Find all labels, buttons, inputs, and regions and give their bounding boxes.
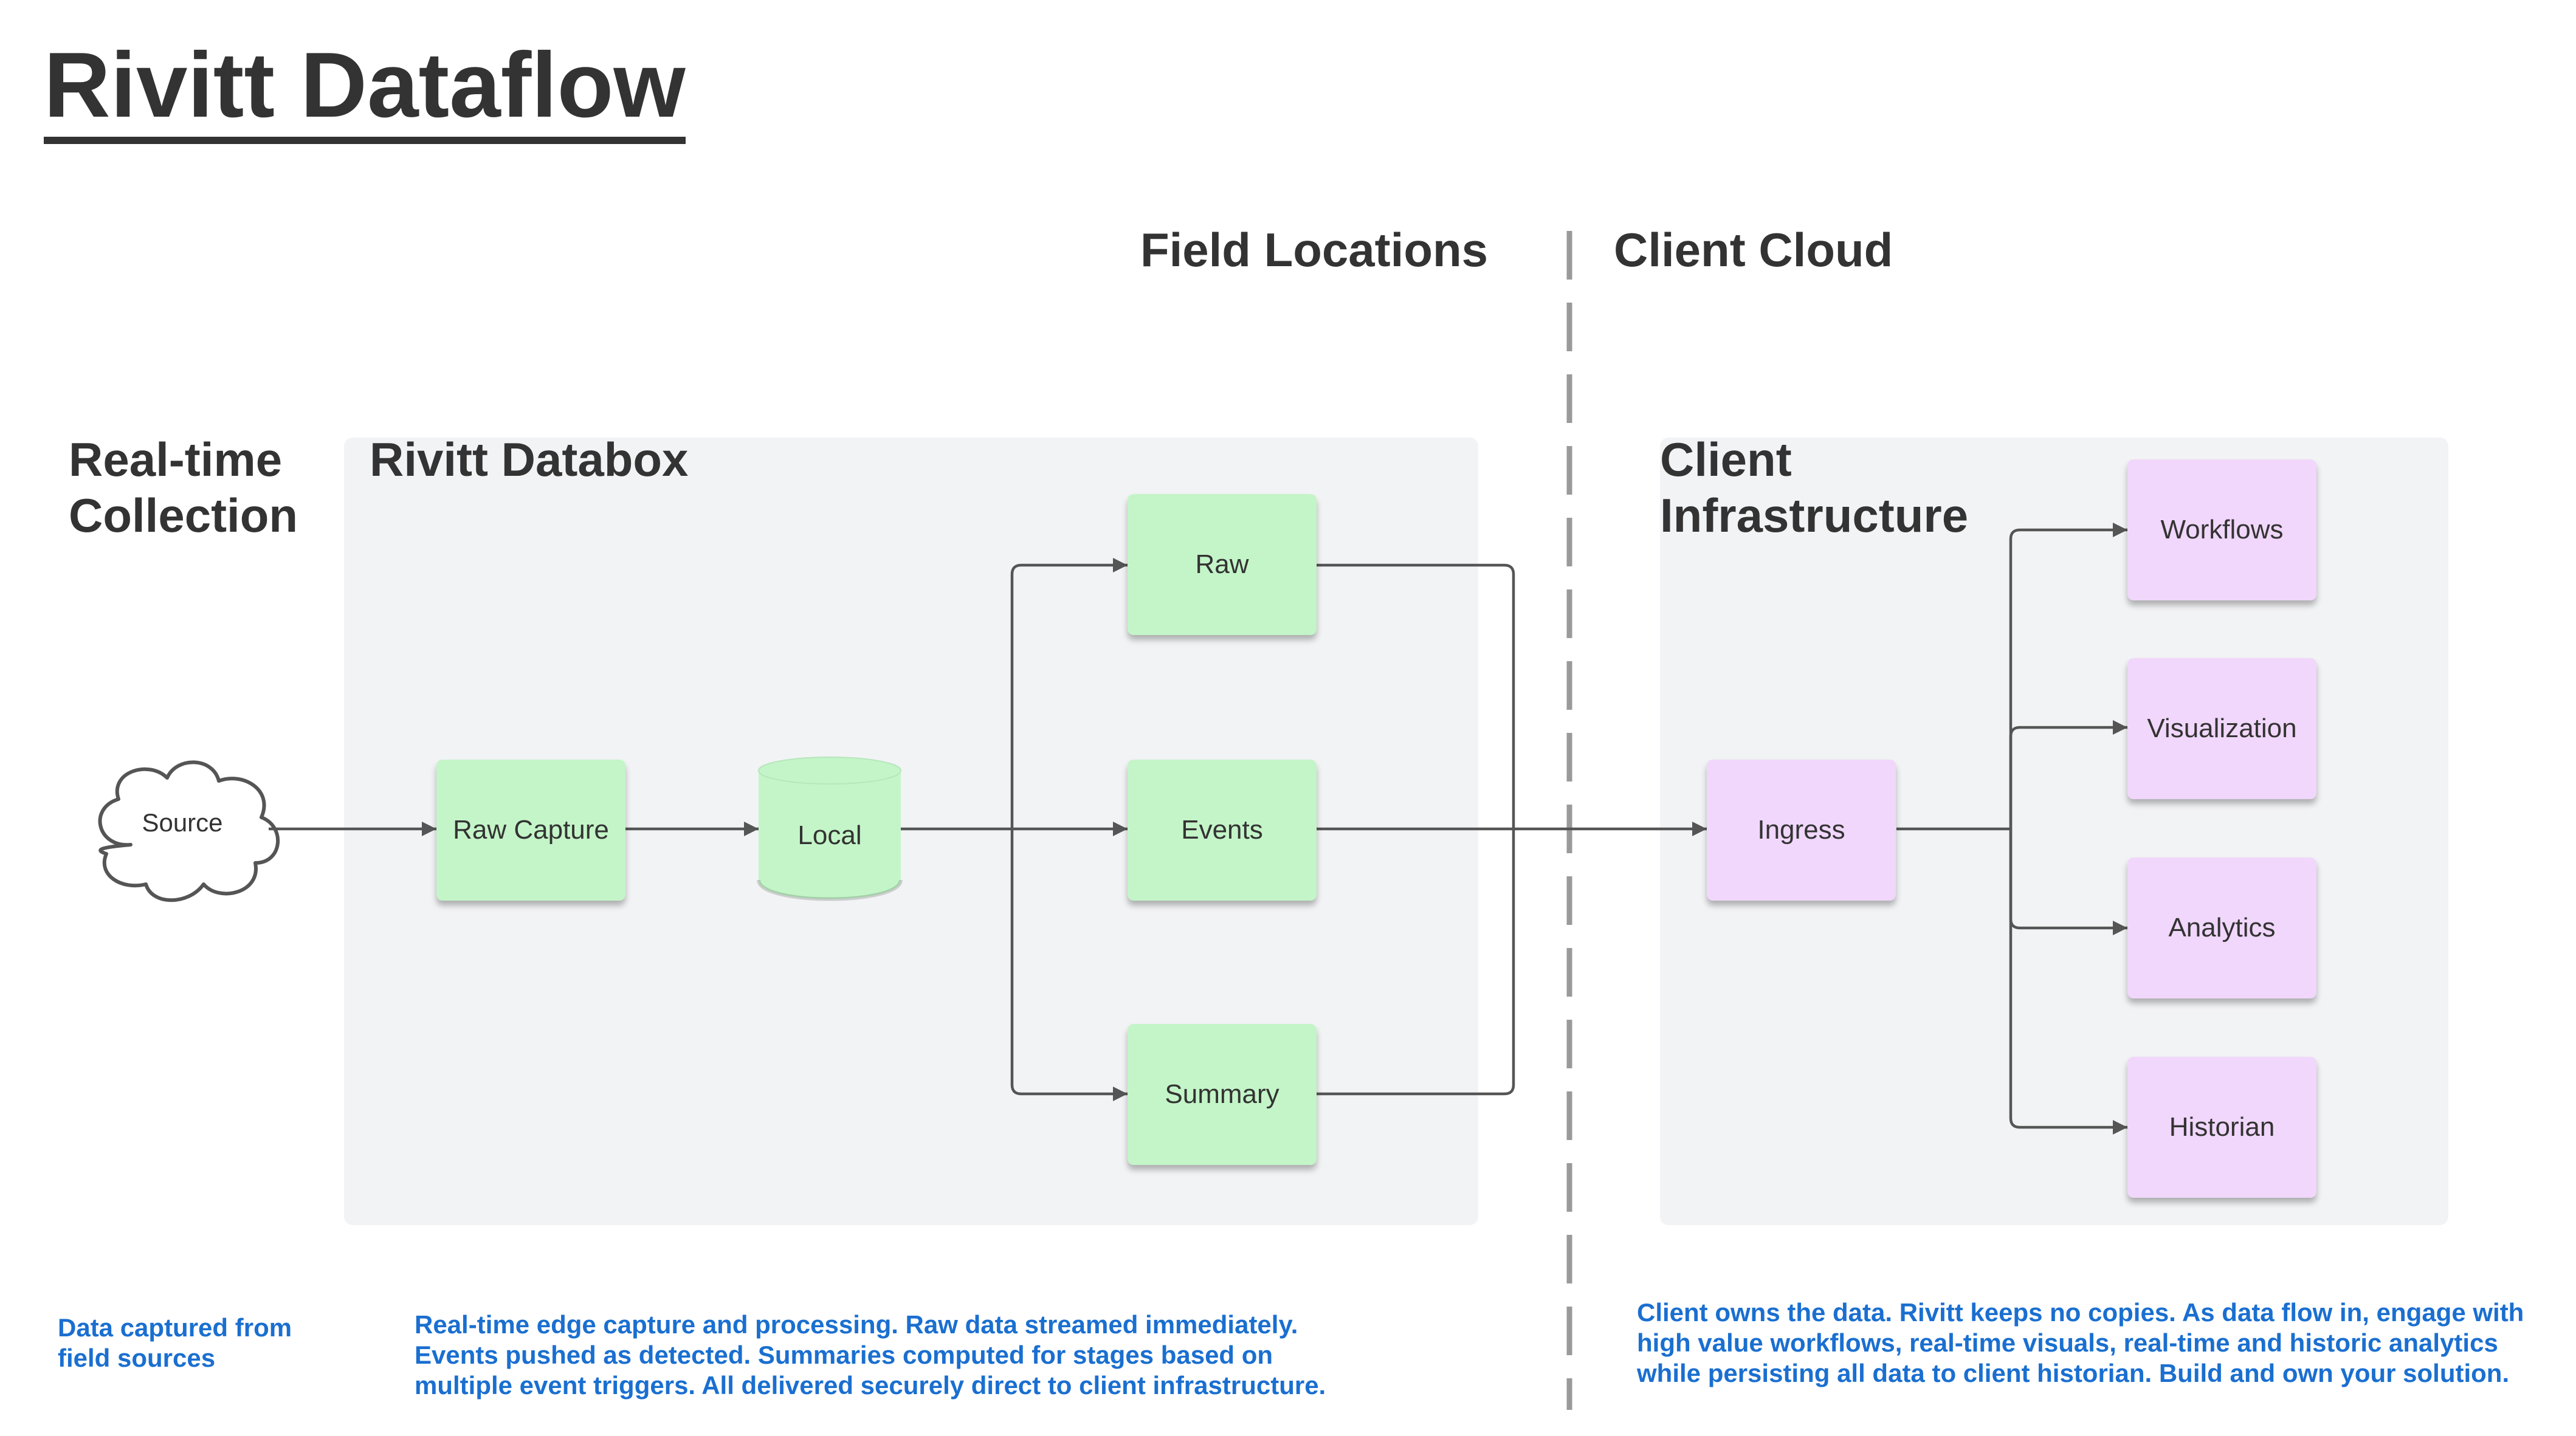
ingress-node: Ingress xyxy=(1707,760,1896,901)
rivitt-databox-heading: Rivitt Databox xyxy=(370,433,689,486)
edge-split-analytics xyxy=(2009,829,2127,935)
collection-note-line: Data captured from xyxy=(58,1313,292,1342)
edge-split-raw xyxy=(1010,558,1128,829)
source-cloud-shape xyxy=(98,760,280,902)
collection-note: Data captured from field sources xyxy=(58,1313,292,1373)
databox-note-line: multiple event triggers. All delivered s… xyxy=(415,1371,1326,1400)
edge-split-summary xyxy=(1010,829,1128,1101)
source-node: Source xyxy=(142,808,223,837)
edge-split-workflows xyxy=(2009,523,2127,829)
summary-node: Summary xyxy=(1128,1024,1317,1165)
visualization-node: Visualization xyxy=(2127,658,2316,799)
edge-split-visualization xyxy=(2009,720,2127,829)
client-infrastructure-line2: Infrastructure xyxy=(1660,489,1969,542)
page-title: Rivitt Dataflow xyxy=(44,33,686,144)
events-node: Events xyxy=(1128,760,1317,901)
section-client-cloud: Client Cloud xyxy=(1614,223,1893,277)
client-infrastructure-line1: Client xyxy=(1660,433,1792,486)
client-note-line: Client owns the data. Rivitt keeps no co… xyxy=(1637,1298,2524,1327)
edge-raw-merge xyxy=(1317,563,1515,829)
local-cylinder-shape xyxy=(757,757,903,901)
collection-note-line: field sources xyxy=(58,1344,216,1372)
local-node: Local xyxy=(797,820,862,850)
raw-node: Raw xyxy=(1128,494,1317,635)
databox-note-line: Events pushed as detected. Summaries com… xyxy=(415,1341,1273,1369)
realtime-collection-heading: Real-time Collection xyxy=(69,431,298,543)
edge-summary-merge xyxy=(1317,829,1515,1096)
client-note-line: while persisting all data to client hist… xyxy=(1637,1359,2510,1387)
databox-note-line: Real-time edge capture and processing. R… xyxy=(415,1310,1298,1339)
section-field-locations: Field Locations xyxy=(1140,223,1488,277)
analytics-node: Analytics xyxy=(2127,857,2316,998)
realtime-collection-line1: Real-time xyxy=(69,433,283,486)
realtime-collection-line2: Collection xyxy=(69,489,298,542)
client-note-line: high value workflows, real-time visuals,… xyxy=(1637,1328,2498,1357)
client-note: Client owns the data. Rivitt keeps no co… xyxy=(1637,1297,2524,1389)
raw-capture-node: Raw Capture xyxy=(436,760,625,901)
databox-note: Real-time edge capture and processing. R… xyxy=(415,1310,1326,1401)
edge-split-historian xyxy=(2009,829,2127,1135)
workflows-node: Workflows xyxy=(2127,459,2316,600)
historian-node: Historian xyxy=(2127,1057,2316,1198)
client-infrastructure-heading: Client Infrastructure xyxy=(1660,431,1968,543)
